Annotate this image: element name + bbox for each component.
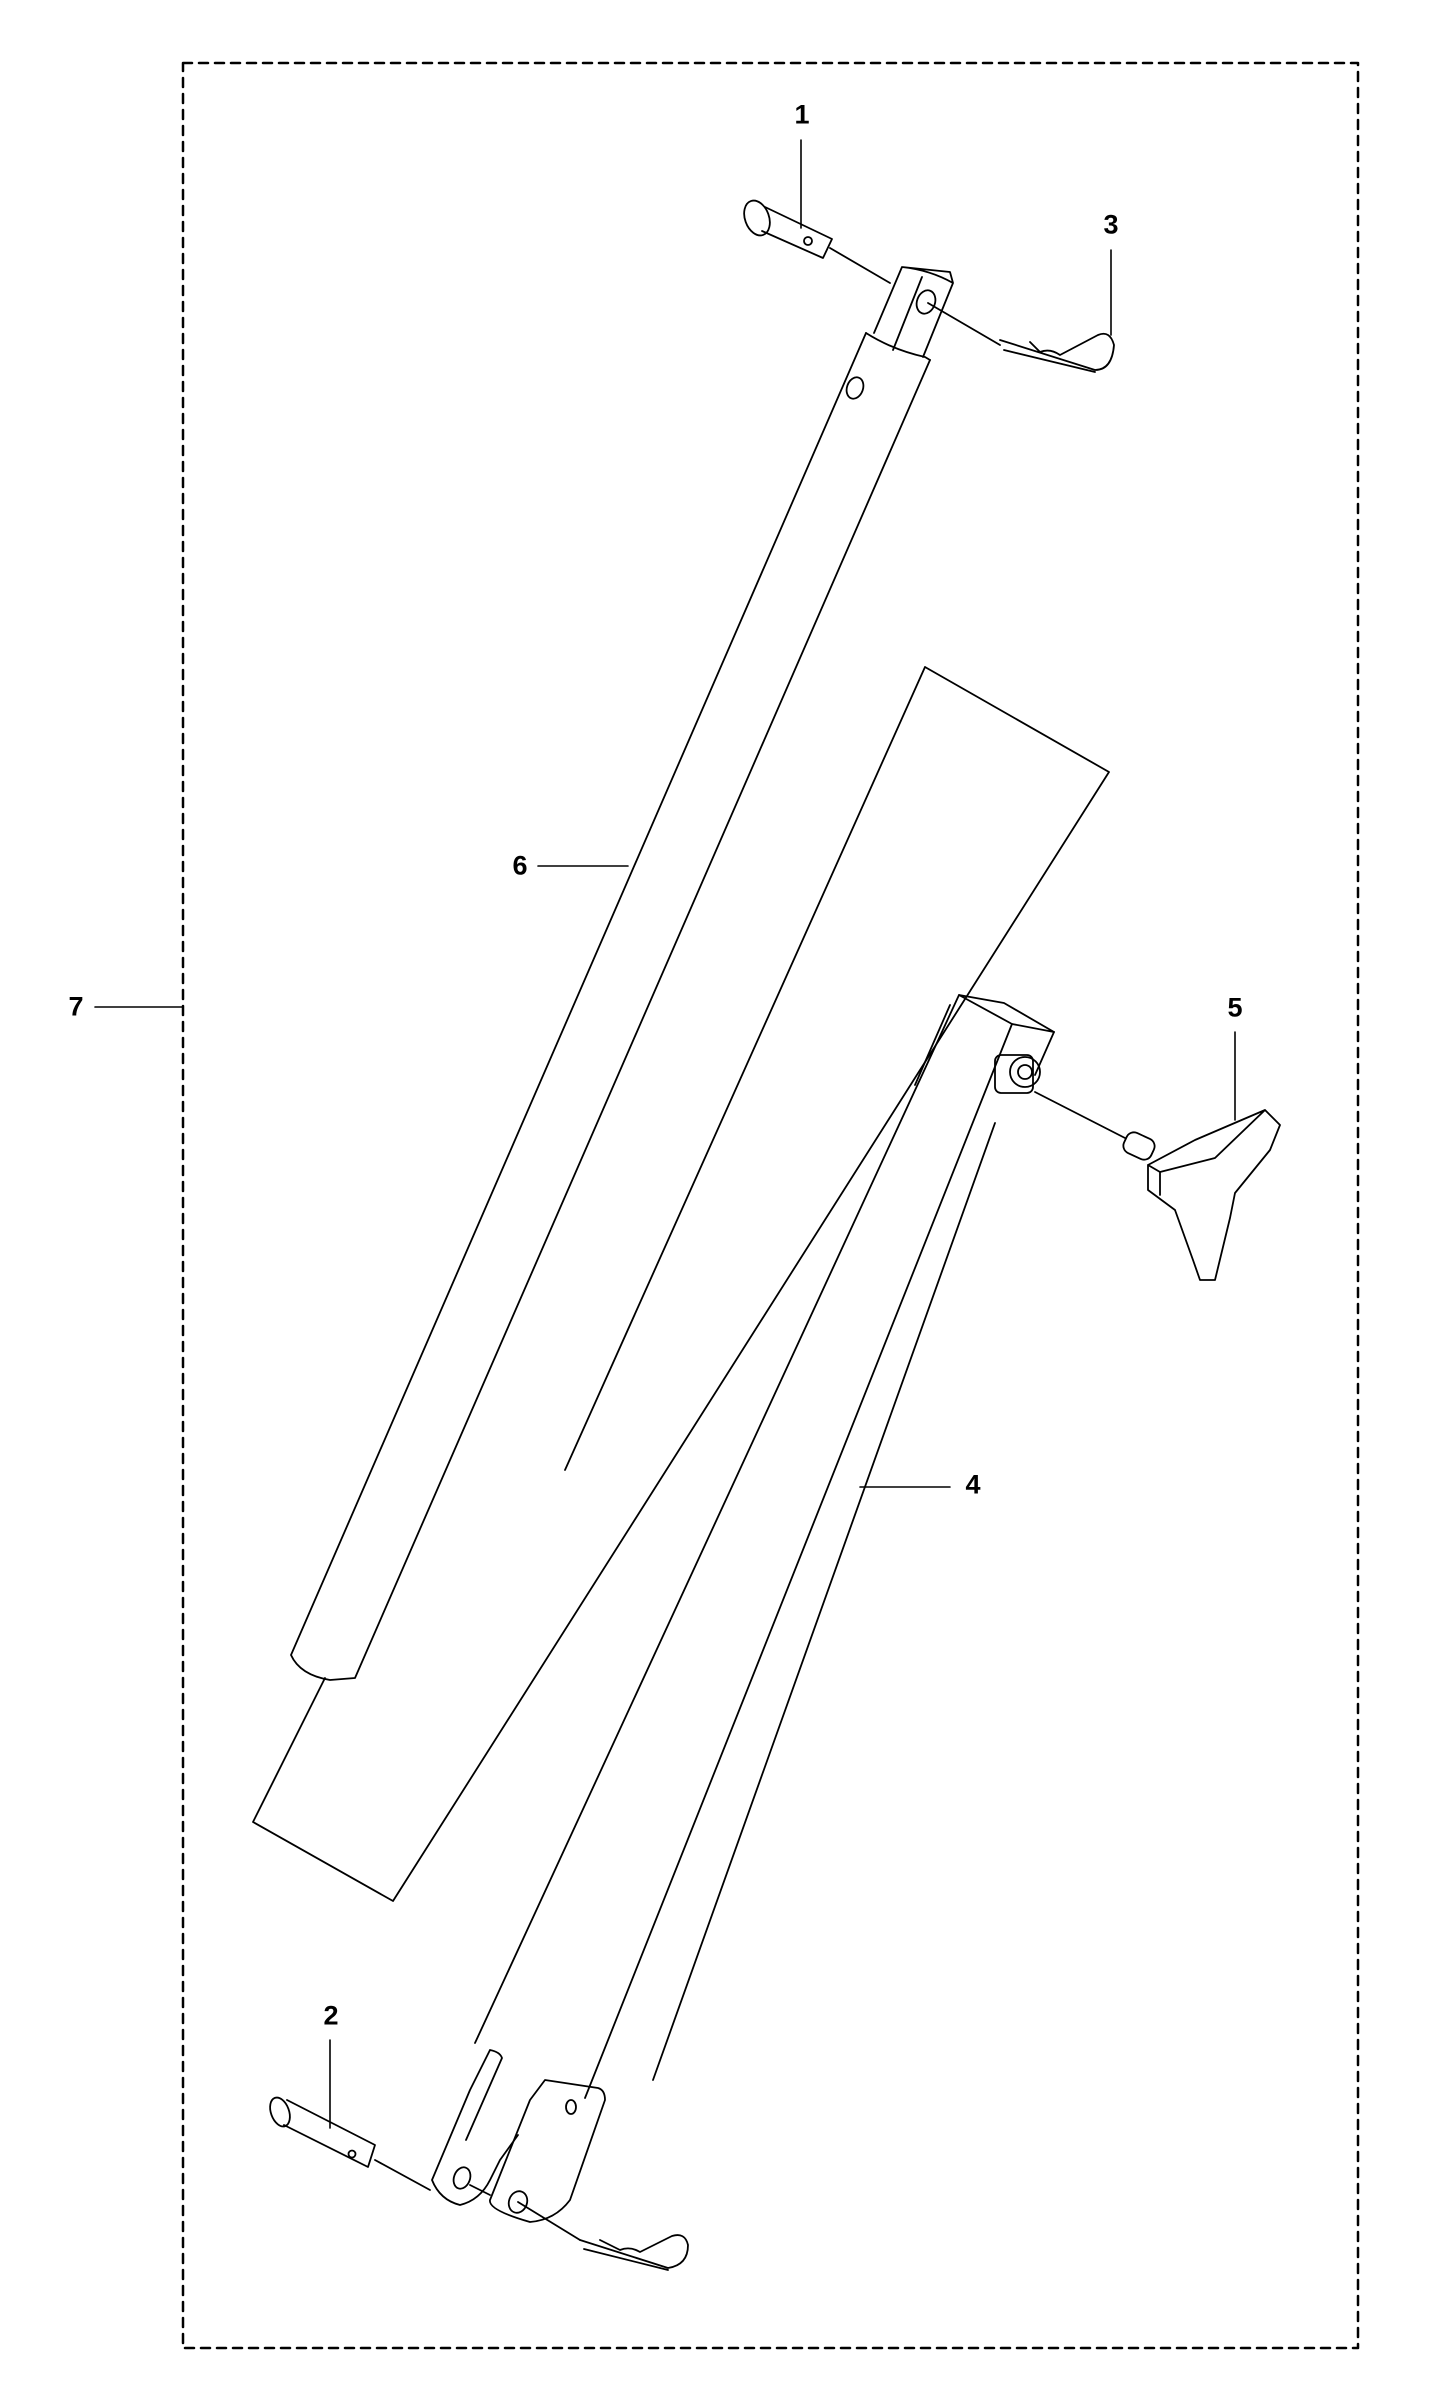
- callout-7: 7: [68, 991, 84, 1022]
- hitch-bracket-hole: [565, 2099, 577, 2115]
- hitch-hole-left: [452, 2166, 472, 2190]
- t-handle-knob: [1034, 1091, 1281, 1281]
- upper-clevis-pin: [743, 199, 1001, 346]
- knob-boss: [994, 1054, 1034, 1094]
- knob-boss-ring: [1009, 1056, 1041, 1088]
- upper-hair-pin-clip: [999, 332, 1115, 373]
- pin-axis-line-3: [517, 2201, 581, 2241]
- assembly-group-border: [181, 61, 1360, 2350]
- cutaway-sheet: [252, 666, 1110, 1902]
- square-end-block: [873, 266, 954, 358]
- callout-5: 5: [1227, 992, 1243, 1023]
- callout-1: 1: [794, 99, 810, 130]
- clip-body: [579, 2234, 689, 2271]
- knob-axis-line: [1034, 1091, 1126, 1139]
- block-pin-hole: [915, 289, 937, 315]
- lower-clevis-pin: [269, 2096, 581, 2241]
- pin-axis-line-1: [829, 247, 891, 284]
- pin-shank: [761, 206, 833, 259]
- pin-cross-hole: [803, 236, 813, 246]
- callout-4: 4: [965, 1469, 981, 1500]
- callout-2: 2: [323, 2000, 339, 2031]
- tube-side-lines: [474, 994, 1055, 2099]
- hitch-bracket-right: [489, 2079, 606, 2223]
- knob-boss-hole: [1017, 1064, 1033, 1080]
- knob-handle: [1147, 1109, 1281, 1281]
- outer-tow-tube: [431, 994, 1055, 2223]
- callout-6: 6: [512, 850, 528, 881]
- knob-stem: [1122, 1131, 1156, 1161]
- pin-head: [269, 2096, 291, 2128]
- pin-axis-line-2: [927, 302, 1001, 346]
- callout-3: 3: [1103, 209, 1119, 240]
- pin-head: [743, 199, 771, 237]
- pin-shank: [283, 2099, 376, 2168]
- pin-cross-hole: [347, 2149, 357, 2159]
- leader-lines: [94, 139, 1236, 2129]
- tube-collar: [865, 332, 931, 361]
- tube-body: [290, 332, 931, 1681]
- pin-axis-line: [374, 2159, 431, 2191]
- tube-top: [958, 994, 1055, 1033]
- inner-tow-bar: [290, 266, 954, 1681]
- lower-hair-pin-clip: [579, 2234, 689, 2271]
- tube-hole: [845, 376, 865, 400]
- pin-axis-line-2: [469, 2184, 491, 2196]
- hitch-bracket-left: [431, 2049, 519, 2206]
- tube-side-rib: [914, 1004, 951, 1086]
- hitch-hole-right: [507, 2190, 529, 2214]
- clip-body: [999, 332, 1115, 373]
